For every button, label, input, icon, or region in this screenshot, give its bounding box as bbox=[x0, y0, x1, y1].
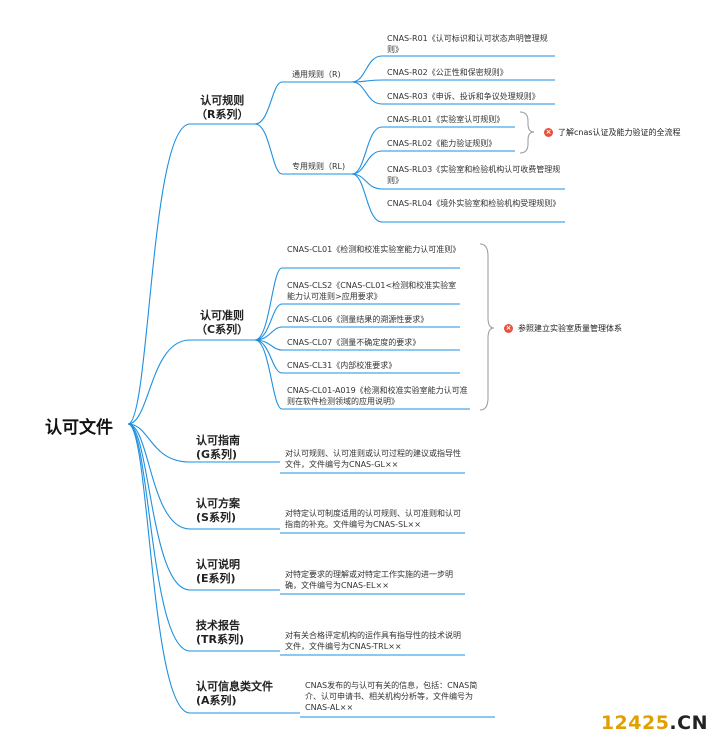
branch-c-series: （C系列） bbox=[196, 323, 249, 336]
branch-r-title: 认可规则 bbox=[200, 94, 245, 107]
branch-c: 认可准则 （C系列） bbox=[196, 309, 248, 337]
branch-tr-series: (TR系列) bbox=[196, 633, 245, 646]
leaf-cl07: CNAS-CL07《测量不确定度的要求》 bbox=[287, 338, 421, 347]
leaf-r01: CNAS-R01《认可标识和认可状态声明管理规则》 bbox=[387, 34, 548, 54]
branch-a-series: (A系列) bbox=[196, 694, 237, 707]
branch-r-series: （R系列） bbox=[196, 108, 249, 121]
branch-a: 认可信息类文件 (A系列) bbox=[196, 680, 273, 708]
c-summary-note: × 参照建立实验室质量管理体系 bbox=[504, 323, 622, 334]
branch-tr-title: 技术报告 bbox=[196, 619, 240, 632]
branch-s-series: (S系列) bbox=[196, 511, 236, 524]
close-circle-icon: × bbox=[544, 128, 553, 137]
branch-s-title: 认可方案 bbox=[196, 497, 240, 510]
site-watermark: 12425.CN bbox=[601, 712, 708, 734]
close-circle-icon: × bbox=[504, 324, 513, 333]
watermark-digits: 12425 bbox=[600, 712, 670, 734]
branch-e-series: (E系列) bbox=[196, 572, 236, 585]
leaf-cl01-a019: CNAS-CL01-A019《检测和校准实验室能力认可准则在软件检测领域的应用说… bbox=[287, 386, 468, 406]
c-summary-text: 参照建立实验室质量管理体系 bbox=[518, 324, 622, 333]
branch-g-title: 认可指南 bbox=[196, 434, 240, 447]
leaf-r03: CNAS-R03《申诉、投诉和争议处理规则》 bbox=[387, 92, 540, 101]
branch-s-desc: 对特定认可制度适用的认可规则、认可准则和认可指南的补充。文件编号为CNAS-SL… bbox=[285, 509, 461, 529]
leaf-cls2: CNAS-CLS2《CNAS-CL01<检测和校准实验室能力认可准则>应用要求》 bbox=[287, 281, 457, 301]
branch-e-title: 认可说明 bbox=[196, 558, 240, 571]
branch-r: 认可规则 （R系列） bbox=[196, 94, 248, 122]
branch-tr: 技术报告 (TR系列) bbox=[196, 619, 244, 647]
root-node: 认可文件 bbox=[45, 418, 113, 438]
branch-s: 认可方案 (S系列) bbox=[196, 497, 240, 525]
leaf-rl01: CNAS-RL01《实验室认可规则》 bbox=[387, 115, 505, 124]
branch-e-desc: 对特定要求的理解或对特定工作实施的进一步明确，文件编号为CNAS-EL×× bbox=[285, 570, 453, 590]
branch-g: 认可指南 (G系列) bbox=[196, 434, 240, 462]
branch-a-title: 认可信息类文件 bbox=[196, 680, 273, 693]
r-special-node: 专用规则（RL) bbox=[292, 162, 346, 171]
branch-tr-desc: 对有关合格评定机构的运作具有指导性的技术说明文件，文件编号为CNAS-TRL×× bbox=[285, 631, 461, 651]
leaf-r02: CNAS-R02《公正性和保密规则》 bbox=[387, 68, 508, 77]
leaf-rl04: CNAS-RL04《境外实验室和检验机构受理规则》 bbox=[387, 199, 561, 208]
branch-g-series: (G系列) bbox=[196, 448, 238, 461]
branch-c-title: 认可准则 bbox=[200, 309, 245, 322]
branch-g-desc: 对认可规则、认可准则或认可过程的建议或指导性文件，文件编号为CNAS-GL×× bbox=[285, 449, 461, 469]
rl-summary-text: 了解cnas认证及能力验证的全流程 bbox=[558, 128, 681, 137]
branch-a-desc: CNAS发布的与认可有关的信息，包括：CNAS简介、认可申请书、相关机构分析等，… bbox=[305, 681, 478, 712]
branch-e: 认可说明 (E系列) bbox=[196, 558, 240, 586]
leaf-cl01: CNAS-CL01《检测和校准实验室能力认可准则》 bbox=[287, 245, 461, 254]
leaf-rl02: CNAS-RL02《能力验证规则》 bbox=[387, 139, 497, 148]
leaf-cl06: CNAS-CL06《测量结果的溯源性要求》 bbox=[287, 315, 429, 324]
watermark-suffix: .CN bbox=[669, 712, 708, 734]
leaf-cl31: CNAS-CL31《内部校准要求》 bbox=[287, 361, 397, 370]
r-general-node: 通用规则（R) bbox=[292, 70, 341, 79]
rl-summary-note: × 了解cnas认证及能力验证的全流程 bbox=[544, 127, 681, 138]
leaf-rl03: CNAS-RL03《实验室和检验机构认可收费管理规则》 bbox=[387, 165, 561, 185]
